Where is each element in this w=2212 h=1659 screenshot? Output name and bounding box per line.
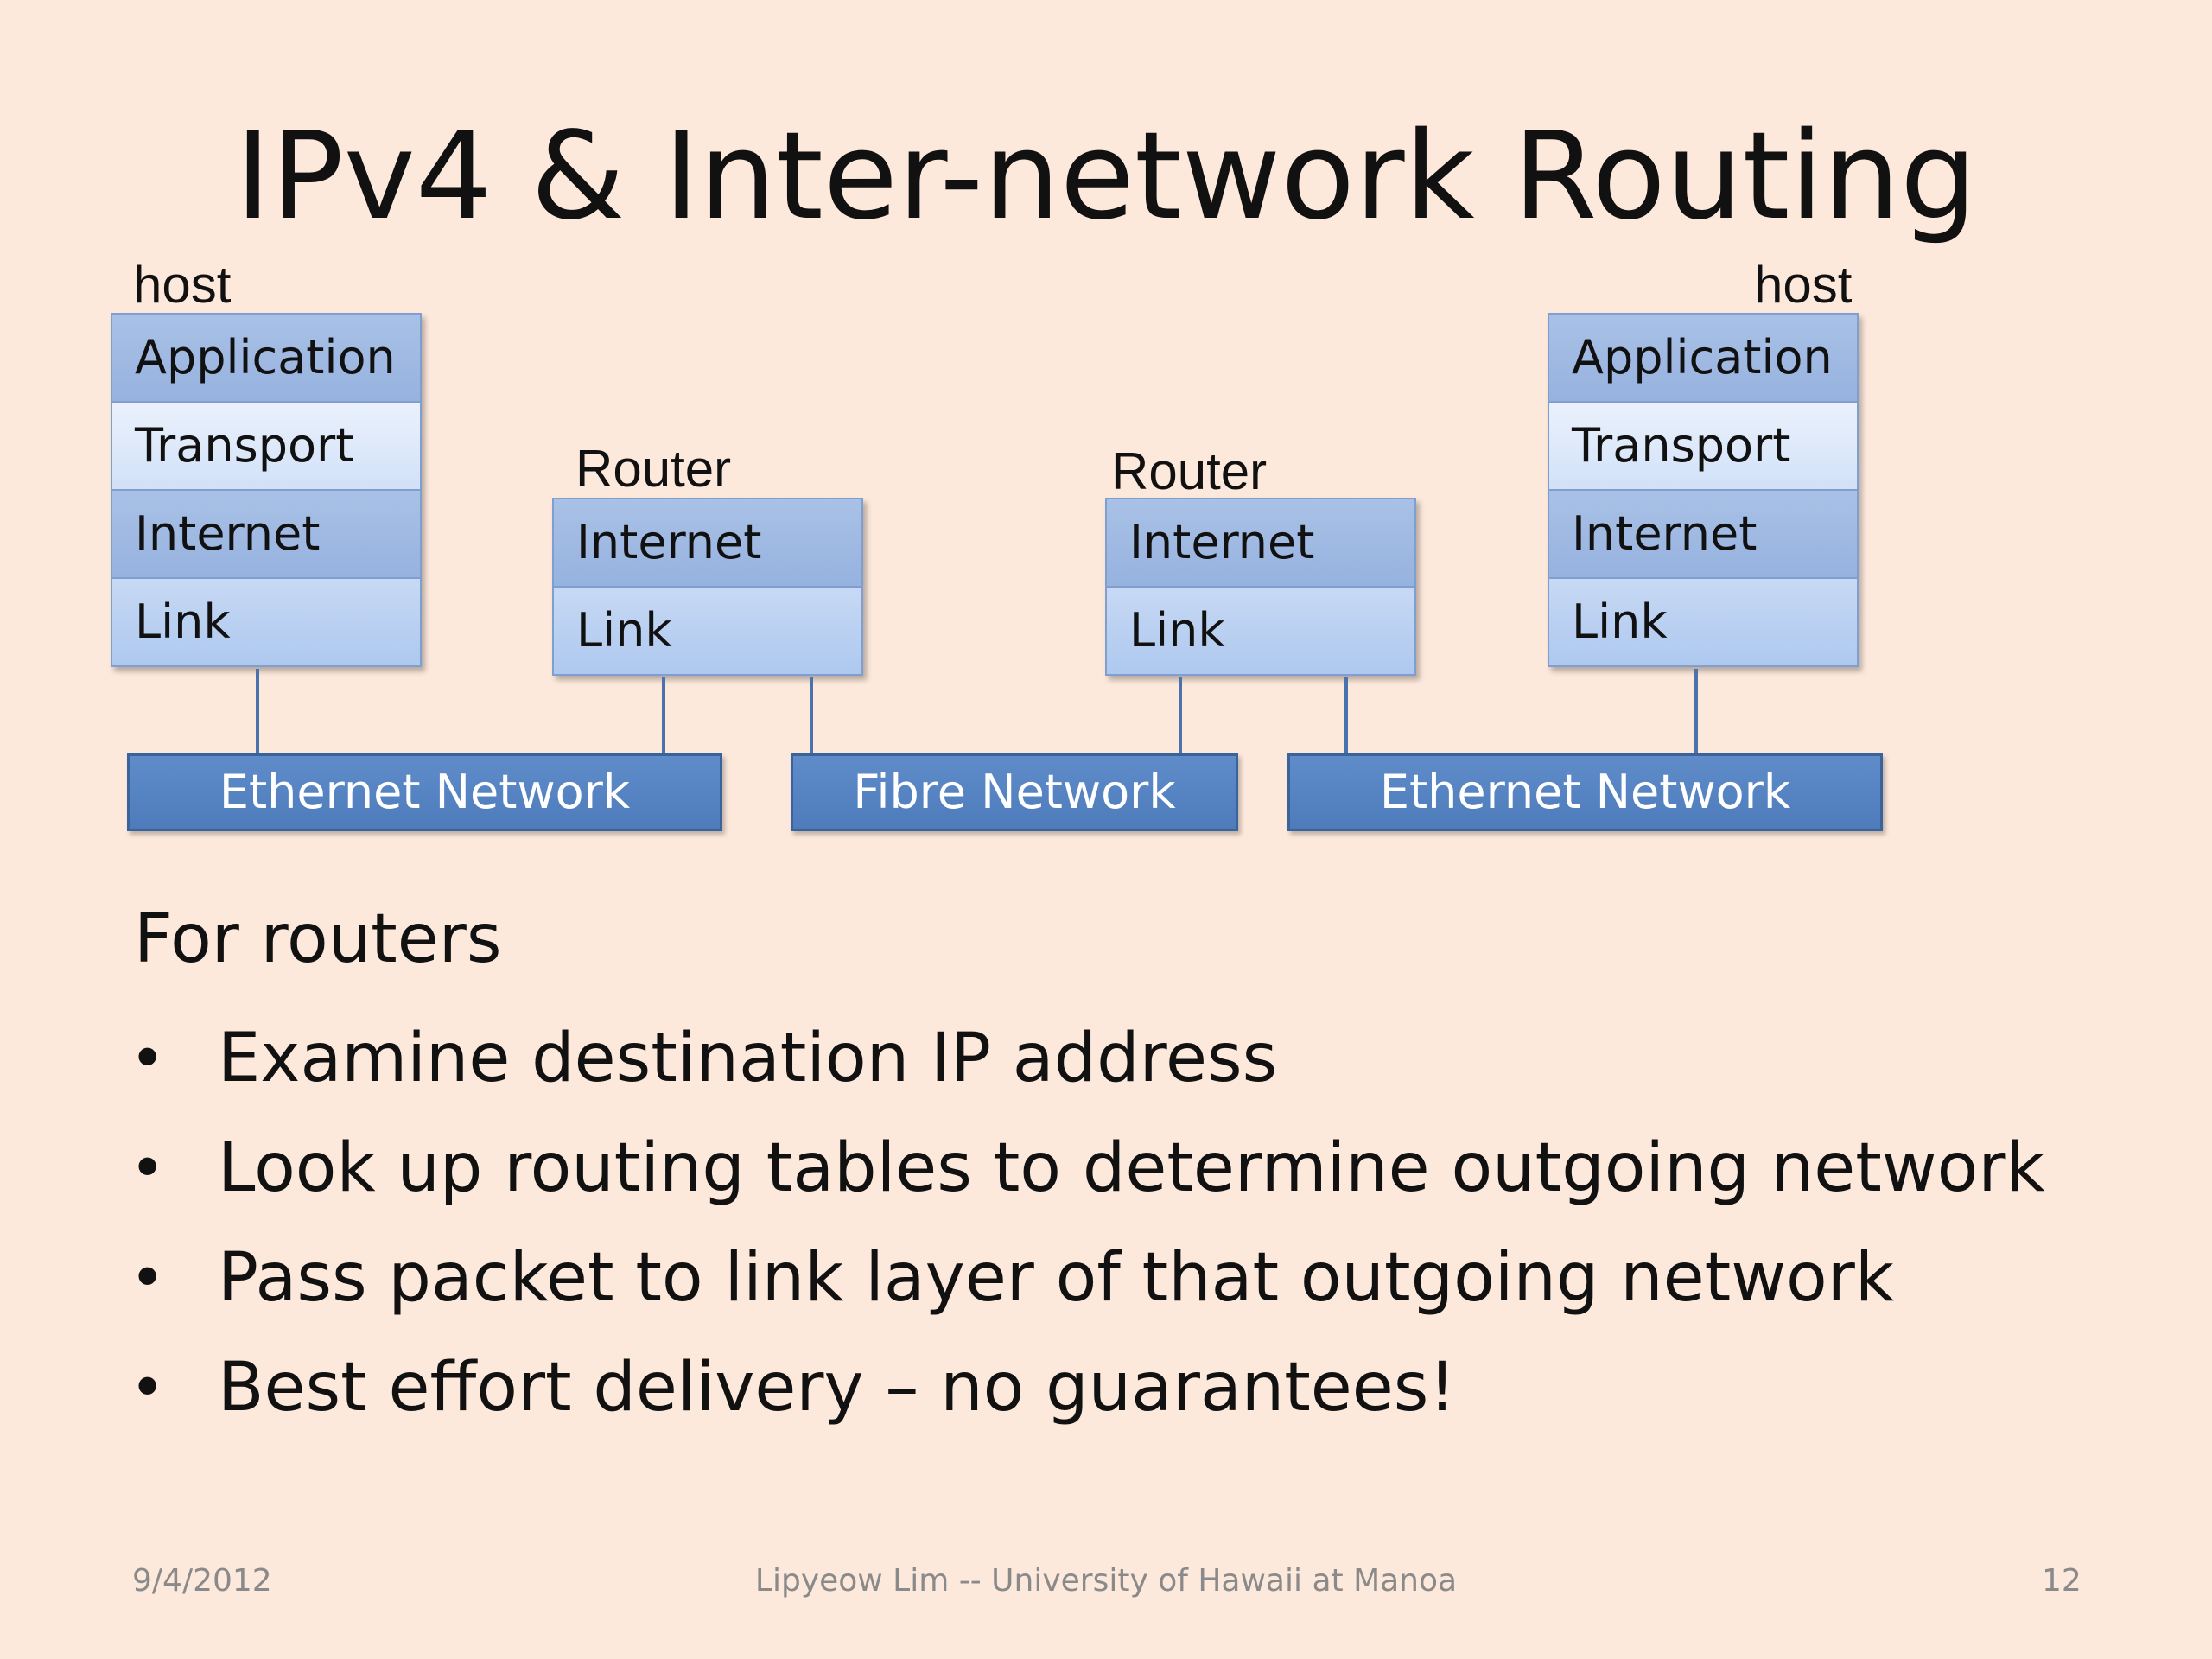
slide-title: IPv4 & Inter-network Routing	[235, 106, 1977, 247]
ethernet-network-left: Ethernet Network	[127, 753, 722, 831]
bullet-item: • Look up routing tables to determine ou…	[130, 1114, 2045, 1224]
page-number: 12	[2042, 1563, 2082, 1599]
bullet-icon: •	[130, 1352, 166, 1423]
bullet-text: Look up routing tables to determine outg…	[218, 1129, 2045, 1207]
bullet-item: • Best effort delivery – no guarantees!	[130, 1333, 2045, 1443]
transport-layer: Transport	[1548, 401, 1859, 491]
connector-line	[662, 677, 665, 755]
bullet-icon: •	[130, 1243, 166, 1313]
bullet-item: • Pass packet to link layer of that outg…	[130, 1224, 2045, 1333]
ethernet-network-right: Ethernet Network	[1287, 753, 1883, 831]
host-stack-right: Application Transport Internet Link	[1548, 313, 1859, 667]
host-label-left: host	[133, 256, 232, 314]
router-label-2: Router	[1111, 442, 1268, 500]
transport-layer: Transport	[111, 401, 422, 491]
bullet-text: Pass packet to link layer of that outgoi…	[218, 1239, 1894, 1317]
router-stack-2: Internet Link	[1105, 498, 1416, 676]
link-layer: Link	[111, 577, 422, 667]
internet-layer: Internet	[552, 498, 863, 588]
bullet-item: • Examine destination IP address	[130, 1004, 2045, 1114]
application-layer: Application	[1548, 313, 1859, 403]
application-layer: Application	[111, 313, 422, 403]
router-label-1: Router	[575, 440, 732, 498]
footer-date: 9/4/2012	[132, 1563, 272, 1599]
bullet-text: Examine destination IP address	[218, 1020, 1278, 1097]
link-layer: Link	[1548, 577, 1859, 667]
connector-line	[256, 669, 259, 755]
internet-layer: Internet	[111, 489, 422, 579]
internet-layer: Internet	[1105, 498, 1416, 588]
router-stack-1: Internet Link	[552, 498, 863, 676]
bullet-text: Best effort delivery – no guarantees!	[218, 1349, 1456, 1427]
connector-line	[1694, 669, 1698, 755]
bullet-icon: •	[130, 1023, 166, 1094]
host-label-right: host	[1754, 256, 1853, 314]
section-heading: For routers	[134, 900, 502, 978]
internet-layer: Internet	[1548, 489, 1859, 579]
host-stack-left: Application Transport Internet Link	[111, 313, 422, 667]
connector-line	[1179, 677, 1182, 755]
bullet-list: • Examine destination IP address • Look …	[130, 1004, 2045, 1443]
link-layer: Link	[1105, 586, 1416, 676]
link-layer: Link	[552, 586, 863, 676]
bullet-icon: •	[130, 1133, 166, 1204]
footer-author: Lipyeow Lim -- University of Hawaii at M…	[754, 1563, 1458, 1599]
fibre-network: Fibre Network	[791, 753, 1238, 831]
connector-line	[810, 677, 813, 755]
connector-line	[1344, 677, 1348, 755]
